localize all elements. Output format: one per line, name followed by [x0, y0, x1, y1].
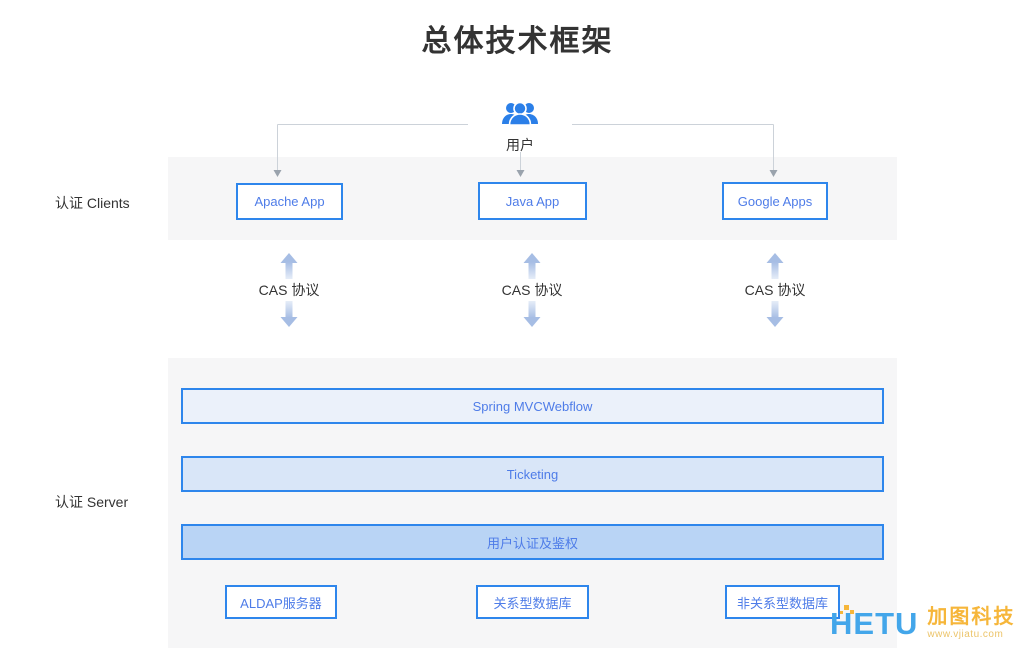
cas-protocol-column: CAS 协议: [730, 253, 820, 327]
logo-website: www.vjiatu.com: [927, 629, 1004, 640]
logo-company-name: 加图科技: [927, 606, 1016, 628]
logo-brand: HETU: [830, 606, 919, 641]
lane-label-clients: 认证 Clients: [55, 195, 130, 211]
cas-protocol-label: CAS 协议: [258, 282, 320, 298]
node-label: Google Apps: [737, 193, 813, 209]
node-label: ALDAP服务器: [240, 595, 322, 611]
arrow-down-icon: [766, 301, 784, 327]
node-relational-db: 关系型数据库: [476, 585, 589, 619]
node-label: Apache App: [254, 194, 325, 209]
layer-ticketing: Ticketing: [181, 456, 884, 492]
user-label: 用户: [506, 137, 534, 153]
users-group-icon: [502, 101, 538, 126]
layer-spring-mvcwebflow: Spring MVCWebflow: [181, 388, 884, 424]
node-label: 关系型数据库: [493, 595, 572, 611]
layer-label: Spring MVCWebflow: [472, 398, 593, 414]
logo-pixel-decoration: [840, 611, 843, 614]
cas-protocol-label: CAS 协议: [744, 282, 806, 298]
logo-text-block: 加图科技 www.vjiatu.com: [927, 603, 1015, 640]
user-node: 用户: [470, 99, 570, 155]
arrow-down-icon: [280, 301, 298, 327]
arrow-up-icon: [523, 253, 541, 279]
logo-pixel-decoration: [844, 605, 849, 610]
lane-label-server: 认证 Server: [55, 494, 129, 510]
arrow-up-icon: [280, 253, 298, 279]
node-label: Java App: [505, 193, 560, 209]
arrow-down-icon: [523, 301, 541, 327]
hetu-logo-text: HETU: [826, 603, 918, 645]
layer-label: 用户认证及鉴权: [486, 535, 578, 551]
arrow-up-icon: [766, 253, 784, 279]
node-nonrelational-db: 非关系型数据库: [725, 585, 840, 619]
cas-protocol-column: CAS 协议: [244, 253, 334, 327]
node-label: 非关系型数据库: [736, 595, 828, 611]
layer-label: Ticketing: [506, 466, 559, 482]
cas-protocol-label: CAS 协议: [501, 282, 563, 298]
cas-protocol-column: CAS 协议: [487, 253, 577, 327]
node-aldap-server: ALDAP服务器: [225, 585, 337, 619]
node-google-apps: Google Apps: [722, 182, 828, 220]
logo-pixel-decoration: [850, 610, 854, 614]
node-apache-app: Apache App: [236, 183, 343, 220]
node-java-app: Java App: [478, 182, 587, 220]
hetu-watermark-logo: HETU 加图科技 www.vjiatu.com: [826, 603, 1015, 645]
layer-user-auth: 用户认证及鉴权: [181, 524, 884, 560]
diagram-title: 总体技术框架: [421, 25, 614, 58]
